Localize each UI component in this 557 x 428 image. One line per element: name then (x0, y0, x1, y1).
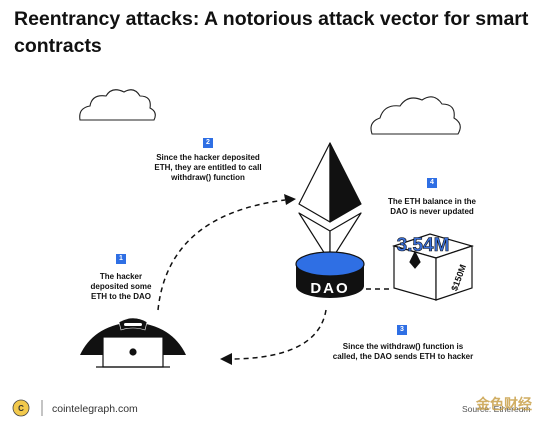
box-balance-text: 3.54M (397, 235, 450, 256)
ethereum-icon (298, 142, 362, 263)
step-1-caption: The hacker deposited some ETH to the DAO (90, 272, 152, 301)
arrow-head-icon (220, 353, 232, 365)
footer-brand: cointelegraph.com (52, 403, 138, 415)
arrow-dao-to-hacker (231, 309, 327, 360)
step-1-badge: 1 (116, 254, 126, 264)
laptop-icon (96, 336, 170, 368)
svg-text:C: C (18, 404, 24, 413)
page-title: Reentrancy attacks: A notorious attack v… (14, 8, 529, 57)
step-2-badge: 2 (203, 138, 213, 148)
step-3-caption: Since the withdraw() function is called,… (332, 342, 474, 361)
arrow-head-icon (284, 194, 296, 205)
step-4-badge: 4 (427, 178, 437, 188)
arrow-hacker-to-eth (157, 199, 286, 311)
footer-source: Source: Ethereum (462, 404, 531, 414)
step-3-badge: 3 (397, 325, 407, 335)
box-icon (391, 233, 475, 301)
dao-coin: DAO (295, 251, 365, 298)
cloud-icon (370, 96, 461, 135)
step-2-caption: Since the hacker deposited ETH, they are… (154, 153, 262, 182)
step-4-caption: The ETH balance in the DAO is never upda… (387, 197, 476, 216)
watermark-text: 金色财经 (476, 397, 532, 413)
dao-label: DAO (310, 280, 349, 297)
cointelegraph-logo-icon: C (12, 399, 43, 417)
cloud-icon (79, 89, 156, 121)
